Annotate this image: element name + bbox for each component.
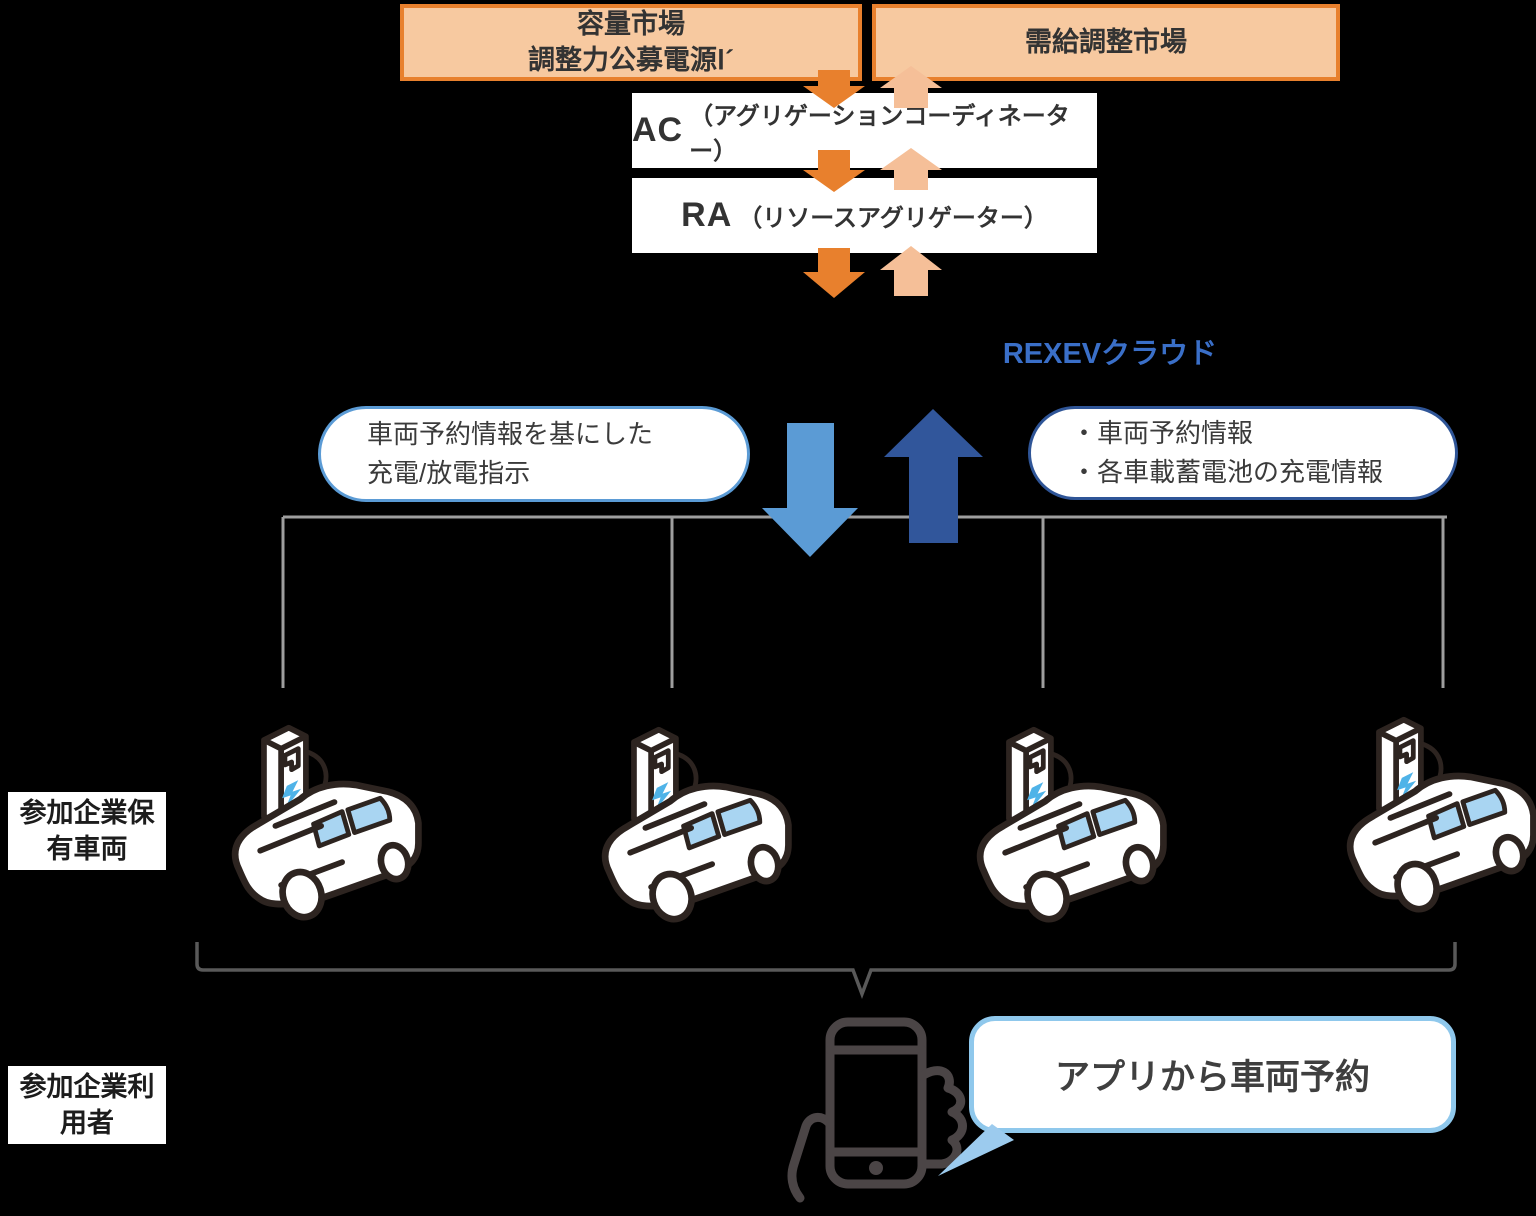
- balancing-market-label: 需給調整市場: [1025, 26, 1187, 57]
- orange-down-arrow-icon: [803, 248, 865, 298]
- home-button-dot: [869, 1161, 883, 1175]
- vehicle-info-callout: ・車両予約情報 ・各車載蓄電池の充電情報: [1028, 406, 1458, 500]
- dark-blue-up-arrow-icon: [884, 409, 983, 543]
- callout-right-item1: ・車両予約情報: [1071, 418, 1254, 448]
- ev-car-charger-icon: [222, 700, 427, 928]
- aggregation-coordinator-box: AC （アグリゲーションコーディネーター）: [632, 93, 1097, 168]
- ra-full-name: （リソースアグリゲーター）: [738, 205, 1048, 232]
- hand-holding-smartphone-icon: [787, 1017, 967, 1203]
- light-blue-down-arrow-icon: [762, 423, 858, 557]
- rexev-cloud-label: REXEVクラウド: [1002, 338, 1218, 370]
- app-reservation-bubble: アプリから車両予約: [969, 1016, 1456, 1133]
- capacity-market-line2: 調整力公募電源Ⅰ´: [528, 44, 734, 75]
- users-label-line2: 用者: [60, 1108, 114, 1138]
- callout-left-line2: 充電/放電指示: [367, 458, 531, 488]
- gathering-brace: [195, 942, 1457, 999]
- ac-full-name: （アグリゲーションコーディネーター）: [689, 102, 1070, 165]
- vehicles-label-line2: 有車両: [46, 834, 128, 864]
- connector-lines: [281, 515, 1447, 688]
- callout-left-line1: 車両予約情報を基にした: [367, 419, 654, 449]
- callout-right-item2: ・各車載蓄電池の充電情報: [1071, 457, 1384, 487]
- capacity-market-box: 容量市場 調整力公募電源Ⅰ´: [400, 4, 862, 81]
- ac-abbr: AC: [632, 111, 684, 149]
- balancing-market-box: 需給調整市場: [872, 4, 1340, 81]
- ra-abbr: RA: [681, 196, 733, 234]
- resource-aggregator-box: RA （リソースアグリゲーター）: [632, 178, 1097, 253]
- users-label-line1: 参加企業利: [19, 1071, 155, 1102]
- ev-car-charger-icon: [592, 702, 797, 930]
- bubble-text: アプリから車両予約: [1054, 1058, 1370, 1097]
- ev-car-charger-icon: [1337, 692, 1536, 920]
- vehicles-label-line1: 参加企業保: [19, 797, 155, 828]
- participant-vehicles-label: 参加企業保 有車両: [8, 792, 166, 870]
- ev-car-charger-icon: [967, 702, 1172, 930]
- light-orange-up-arrow-icon: [880, 246, 942, 296]
- capacity-market-line1: 容量市場: [577, 8, 685, 39]
- charge-discharge-callout: 車両予約情報を基にした 充電/放電指示: [318, 406, 750, 502]
- participant-users-label: 参加企業利 用者: [8, 1066, 166, 1144]
